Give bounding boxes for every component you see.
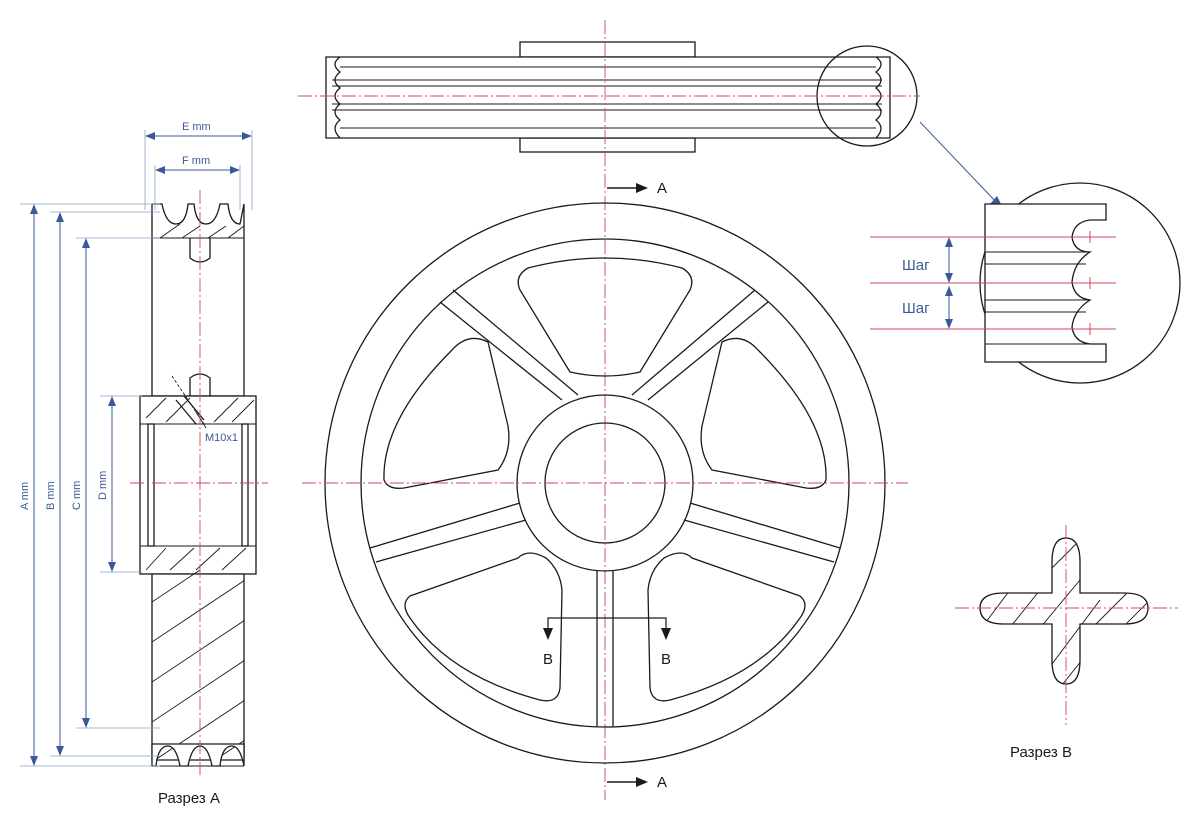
thread-label: M10x1	[205, 432, 238, 444]
dim-vertical	[20, 203, 160, 767]
section-a-caption: Разрез А	[158, 790, 220, 807]
top-hub-lower	[519, 137, 696, 153]
dim-a-label: A mm	[19, 482, 31, 510]
section-a-hub	[139, 395, 257, 575]
dim-e	[144, 130, 253, 210]
section-b	[955, 525, 1178, 725]
section-b-cross	[979, 537, 1149, 685]
cut-label-b-right: В	[661, 651, 671, 668]
section-a	[130, 190, 268, 775]
window-top	[517, 257, 693, 377]
cut-marker-a-bottom	[607, 777, 648, 787]
section-b-caption: Разрез В	[1010, 744, 1072, 761]
section-a-lower-web	[151, 573, 245, 761]
cut-marker-b	[543, 617, 671, 640]
window-bottom-left	[404, 552, 563, 702]
dim-f-label: F mm	[182, 155, 210, 167]
section-a-upper-web	[151, 203, 245, 397]
pitch-label-2: Шаг	[902, 300, 930, 317]
detail-leader-line	[919, 121, 999, 205]
cut-label-a-bottom: А	[657, 774, 667, 791]
pitch-label-1: Шаг	[902, 257, 930, 274]
window-right	[700, 337, 827, 489]
top-hub-upper	[519, 41, 696, 58]
cut-label-b-left: В	[543, 651, 553, 668]
cut-label-a-top: А	[657, 180, 667, 197]
cut-marker-a-top	[607, 183, 648, 193]
dim-b-label: B mm	[45, 481, 57, 510]
top-view	[298, 41, 920, 153]
dim-c-label: C mm	[71, 481, 83, 510]
window-left	[383, 337, 510, 489]
top-rim	[325, 56, 891, 139]
spokes	[369, 289, 841, 726]
dim-d-label: D mm	[97, 471, 109, 500]
dim-e-label: E mm	[182, 121, 211, 133]
dim-f	[154, 165, 241, 210]
front-view	[302, 202, 908, 764]
window-bottom-right	[647, 552, 806, 702]
detail-view	[870, 121, 1181, 384]
